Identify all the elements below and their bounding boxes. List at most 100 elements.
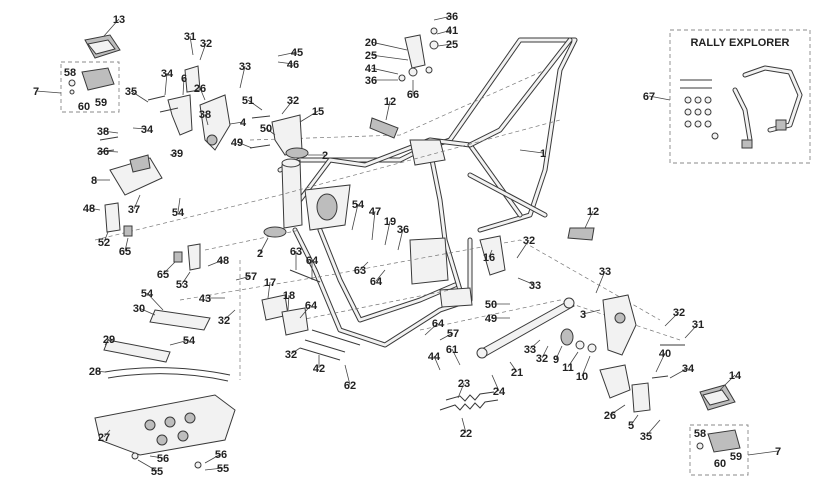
leader-line-41 [436, 29, 453, 35]
footpeg-bracket-right-3 [599, 294, 685, 413]
part-label-52: 52 [98, 237, 110, 249]
part-label-3: 3 [580, 309, 586, 321]
part-label-2: 2 [257, 248, 263, 260]
main-frame [277, 37, 578, 348]
part-label-22: 22 [460, 428, 472, 440]
leader-line-41 [370, 67, 399, 75]
part-label-32: 32 [523, 235, 535, 247]
leader-line-34 [132, 127, 148, 130]
part-label-36: 36 [446, 11, 458, 23]
part-label-47: 47 [369, 206, 381, 218]
swingarm-pivot-21 [476, 297, 597, 359]
leader-line-12 [385, 100, 391, 121]
part-label-42: 42 [313, 363, 325, 375]
leader-line-17 [267, 281, 271, 299]
leader-line-33 [595, 270, 606, 294]
leader-line-33 [239, 65, 246, 89]
part-label-41: 41 [365, 63, 377, 75]
part-label-50: 50 [485, 299, 497, 311]
footpeg-upper-right [699, 384, 736, 411]
leader-line-61 [451, 348, 461, 366]
leader-line-30 [138, 307, 156, 316]
part-label-54: 54 [183, 335, 196, 347]
part-label-36: 36 [97, 146, 109, 158]
part-label-8: 8 [91, 175, 97, 187]
leader-line-51 [247, 99, 263, 111]
part-label-65: 65 [119, 246, 131, 258]
leader-line-55 [137, 459, 158, 472]
leader-line-31 [684, 323, 699, 339]
part-label-54: 54 [352, 199, 365, 211]
leader-line-48 [88, 207, 101, 211]
leader-line-36 [433, 15, 453, 21]
leader-line-54 [351, 203, 359, 231]
leader-line-11 [567, 351, 579, 368]
leader-line-67 [648, 95, 671, 101]
part-label-31: 31 [692, 319, 704, 331]
part-label-26: 26 [604, 410, 616, 422]
part-label-27: 27 [98, 432, 110, 444]
leader-line-63 [359, 261, 369, 271]
part-label-33: 33 [599, 266, 611, 278]
leader-line-36 [397, 228, 404, 251]
leader-line-50 [265, 127, 276, 136]
part-label-6: 6 [181, 73, 187, 85]
part-label-63: 63 [354, 265, 366, 277]
pedal-mount-8 [97, 136, 163, 196]
leader-line-6 [182, 77, 185, 96]
part-label-56: 56 [215, 449, 227, 461]
leader-line-19 [384, 220, 391, 246]
part-label-28: 28 [89, 366, 101, 378]
leader-line-55 [204, 467, 224, 471]
part-label-25: 25 [446, 39, 458, 51]
springs [439, 391, 499, 411]
part-label-58: 58 [64, 67, 76, 79]
part-label-64: 64 [305, 300, 318, 312]
part-label-32: 32 [673, 307, 685, 319]
bracket-16 [479, 235, 506, 276]
leader-line-24 [491, 374, 500, 392]
part-label-60: 60 [714, 458, 726, 470]
leader-line-15 [299, 110, 319, 123]
leader-line-23 [457, 382, 465, 399]
part-label-55: 55 [217, 463, 229, 475]
part-label-30: 30 [133, 303, 145, 315]
leader-line-47 [371, 210, 376, 241]
leader-line-54 [177, 197, 181, 213]
part-label-34: 34 [141, 124, 154, 136]
part-label-32: 32 [536, 353, 548, 365]
leader-line-32 [516, 239, 530, 259]
leader-line-28 [94, 370, 106, 373]
footpeg-right-group [689, 424, 749, 476]
leader-line-35 [130, 90, 149, 103]
part-label-19: 19 [384, 216, 396, 228]
leader-line-31 [189, 35, 194, 56]
leader-line-36 [102, 150, 119, 153]
part-label-32: 32 [285, 349, 297, 361]
part-label-17: 17 [264, 277, 276, 289]
part-label-25: 25 [365, 50, 377, 62]
leader-line-12 [584, 210, 594, 229]
footpeg-left-group [60, 61, 120, 113]
leader-line-35 [645, 419, 661, 437]
rally-explorer-inset [669, 29, 811, 164]
part-label-12: 12 [587, 206, 599, 218]
part-label-23: 23 [458, 378, 470, 390]
steering-bearings [263, 147, 309, 238]
part-label-34: 34 [161, 68, 174, 80]
part-label-36: 36 [397, 224, 409, 236]
part-label-37: 37 [128, 204, 140, 216]
leader-line-48 [207, 259, 224, 267]
leader-line-25 [437, 43, 453, 47]
part-label-63: 63 [290, 246, 302, 258]
part-label-59: 59 [95, 97, 107, 109]
leader-line-64 [375, 269, 386, 282]
leader-line-40 [655, 352, 666, 373]
leader-line-10 [581, 355, 591, 377]
part-label-32: 32 [218, 315, 230, 327]
part-label-15: 15 [312, 106, 324, 118]
part-label-61: 61 [446, 344, 458, 356]
part-label-66: 66 [407, 89, 419, 101]
